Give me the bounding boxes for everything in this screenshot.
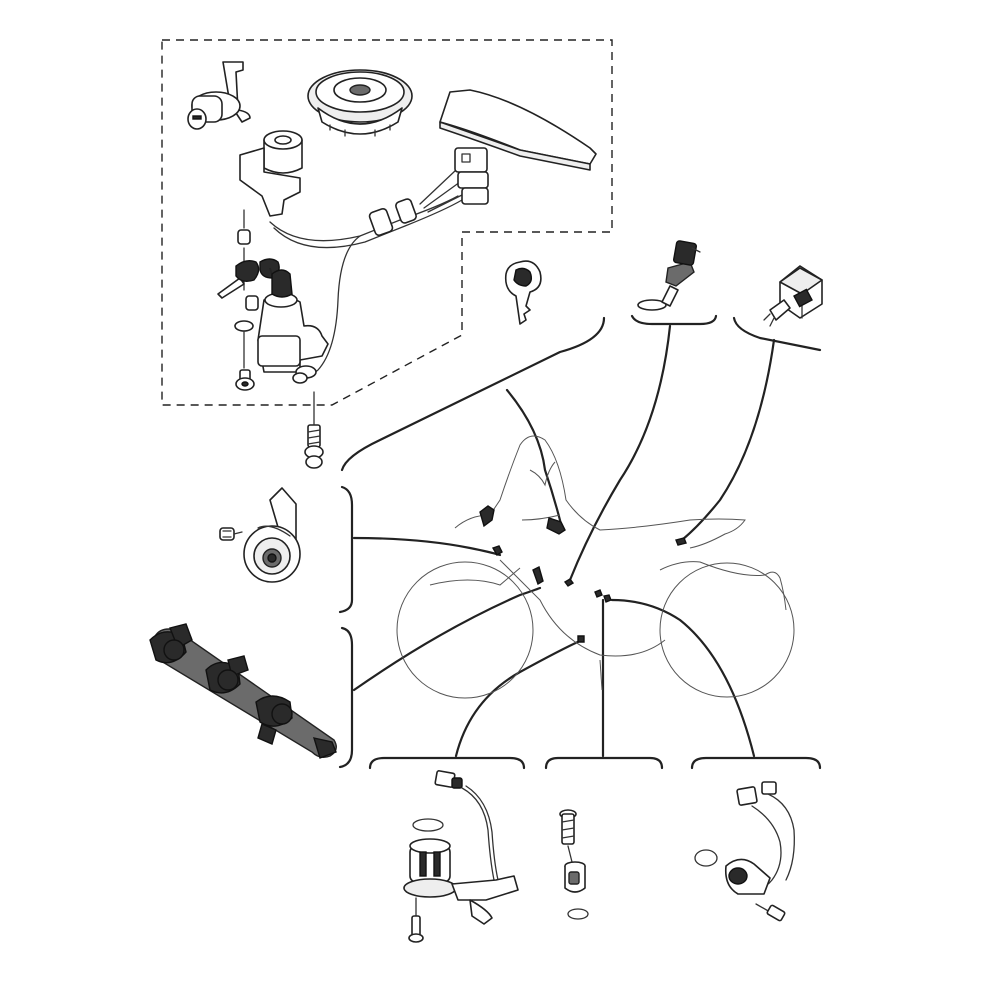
fuel-pump-icon: [403, 770, 519, 943]
seat-cushion-icon: [439, 89, 597, 171]
bolt-sensor-icon: [559, 809, 589, 920]
ignition-switch-icon: [217, 130, 489, 391]
temperature-sensor-icon: [637, 240, 701, 311]
injector-rail-icon: [149, 623, 337, 759]
fuel-cap-icon: [307, 69, 413, 137]
callout-lines: [338, 314, 822, 770]
key-icon: [504, 260, 542, 325]
horn-icon: [219, 487, 301, 583]
neutral-switch-icon: [694, 781, 795, 922]
kit-dashed-boundary: [161, 39, 613, 406]
relay-icon: [763, 265, 823, 327]
bike-connection-points: [479, 505, 687, 643]
seat-lock-icon: [187, 61, 251, 130]
motorcycle-outline: [396, 435, 795, 699]
mounting-bolt-icon: [304, 391, 324, 469]
